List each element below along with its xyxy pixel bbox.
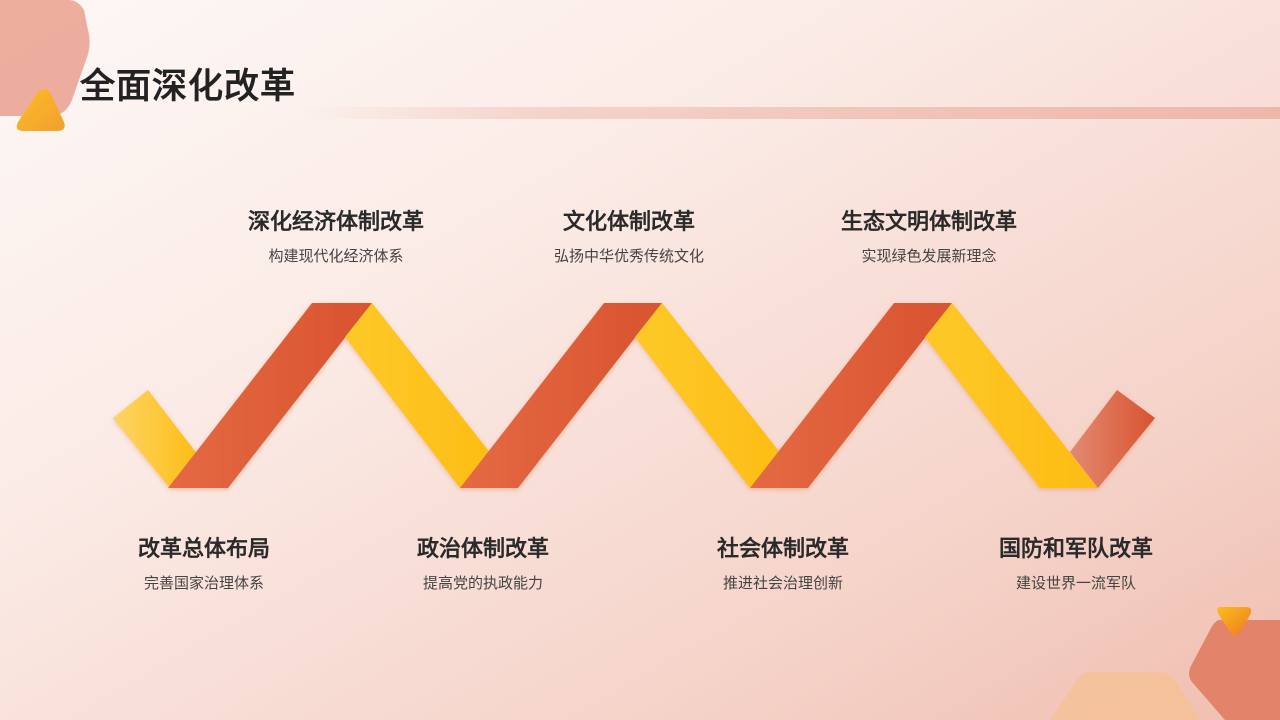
- decor-bottom-right: [1050, 607, 1280, 720]
- ribbon-segment-yellow-1: [345, 303, 518, 488]
- ribbon-segment-yellow-start: [113, 390, 198, 488]
- item-heading: 政治体制改革: [416, 537, 549, 562]
- top-item-1: 深化经济体制改革 构建现代化经济体系: [206, 208, 466, 266]
- hexagon-shape: [0, 0, 90, 116]
- item-subtitle: 构建现代化经济体系: [268, 247, 404, 265]
- ribbon-segment-red-3: [750, 303, 952, 488]
- hexagon-shape-peach: [1050, 672, 1200, 720]
- item-subtitle: 实现绿色发展新理念: [861, 247, 997, 265]
- item-subtitle: 提高党的执政能力: [422, 574, 543, 592]
- triangle-shape: [1217, 607, 1252, 636]
- top-item-3: 生态文明体制改革 实现绿色发展新理念: [799, 208, 1059, 266]
- ribbon-segment-yellow-3: [925, 303, 1098, 488]
- item-heading: 国防和军队改革: [998, 537, 1153, 562]
- top-item-2: 文化体制改革 弘扬中华优秀传统文化: [499, 208, 759, 266]
- bottom-item-1: 改革总体布局 完善国家治理体系: [74, 535, 334, 593]
- bottom-item-2: 政治体制改革 提高党的执政能力: [353, 535, 613, 593]
- ribbon-segment-red-end: [1070, 390, 1155, 488]
- hexagon-shape-coral: [1189, 620, 1280, 720]
- item-heading: 深化经济体制改革: [247, 210, 424, 235]
- bottom-item-3: 社会体制改革 推进社会治理创新: [653, 535, 913, 593]
- item-heading: 生态文明体制改革: [840, 210, 1017, 235]
- bottom-item-4: 国防和军队改革 建设世界一流军队: [946, 535, 1206, 593]
- item-subtitle: 建设世界一流军队: [1015, 574, 1136, 592]
- ribbon-segment-red-1: [168, 303, 372, 488]
- triangle-shape: [16, 89, 65, 131]
- item-subtitle: 推进社会治理创新: [722, 574, 843, 592]
- page-title: 全面深化改革: [80, 67, 297, 107]
- item-heading: 社会体制改革: [716, 537, 849, 562]
- item-heading: 文化体制改革: [562, 210, 695, 235]
- item-heading: 改革总体布局: [137, 537, 270, 562]
- item-subtitle: 完善国家治理体系: [143, 574, 264, 592]
- item-subtitle: 弘扬中华优秀传统文化: [553, 247, 704, 265]
- title-underline: [300, 107, 1280, 119]
- decor-top-left: [0, 0, 90, 131]
- ribbon-segment-yellow-2: [635, 303, 808, 488]
- ribbon-segment-red-2: [460, 303, 662, 488]
